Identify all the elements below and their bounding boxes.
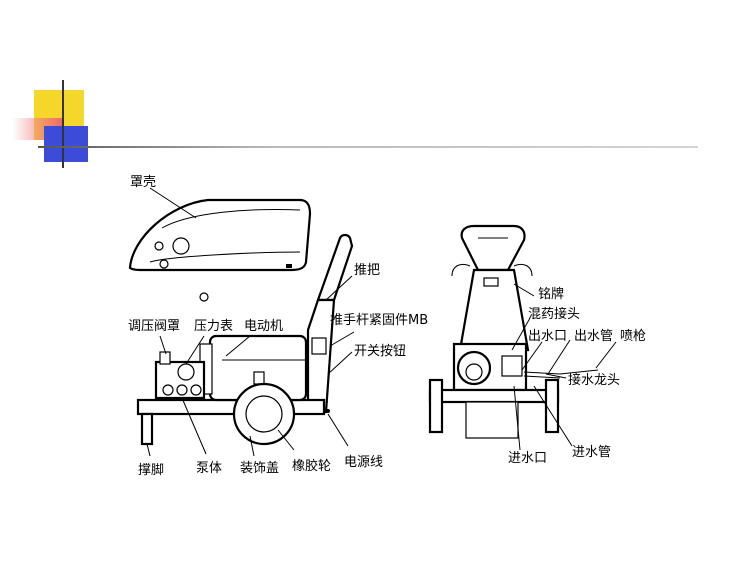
nameplate <box>483 277 499 287</box>
label-spray-gun: 喷枪 <box>620 328 646 344</box>
label-valve-cover: 调压阀罩 <box>128 319 180 334</box>
rubber-wheel <box>232 382 296 446</box>
labels: 罩壳 推把 推手杆紧固件MB 开关按钮 调压阀罩 压力表 电动机 撑脚 泵体 装… <box>128 175 646 478</box>
label-rubber-wheel: 橡胶轮 <box>292 458 331 474</box>
label-outlet-pipe: 出水管 <box>574 329 613 344</box>
label-faucet-connector: 接水龙头 <box>568 372 620 388</box>
base-frame <box>136 398 326 446</box>
label-handle: 推把 <box>354 263 380 278</box>
rear-view <box>428 224 617 451</box>
motor <box>199 334 308 402</box>
decor-vertical-line <box>62 80 64 168</box>
label-decor-cover: 装饰盖 <box>240 461 279 476</box>
label-pump-body: 泵体 <box>196 461 222 476</box>
label-nameplate: 铭牌 <box>538 286 564 302</box>
label-power-cord: 电源线 <box>344 455 383 470</box>
side-view <box>128 187 355 457</box>
decor-blue-square <box>44 126 88 162</box>
title-divider-line <box>38 146 698 148</box>
label-switch-button: 开关按钮 <box>354 344 406 359</box>
pump-body <box>154 351 206 400</box>
label-chem-connector: 混药接头 <box>528 306 580 322</box>
label-water-inlet: 进水口 <box>508 451 547 466</box>
cover-shell <box>128 198 312 302</box>
label-cover: 罩壳 <box>130 175 156 190</box>
side-leaders <box>146 187 355 457</box>
label-pressure-gauge: 压力表 <box>194 319 233 334</box>
label-stand-foot: 撑脚 <box>138 462 164 478</box>
label-inlet-pipe: 进水管 <box>572 445 611 460</box>
label-water-outlet: 出水口 <box>528 329 567 344</box>
label-motor: 电动机 <box>244 319 283 334</box>
push-handle <box>306 233 354 414</box>
label-handle-fastener: 推手杆紧固件MB <box>330 313 428 328</box>
